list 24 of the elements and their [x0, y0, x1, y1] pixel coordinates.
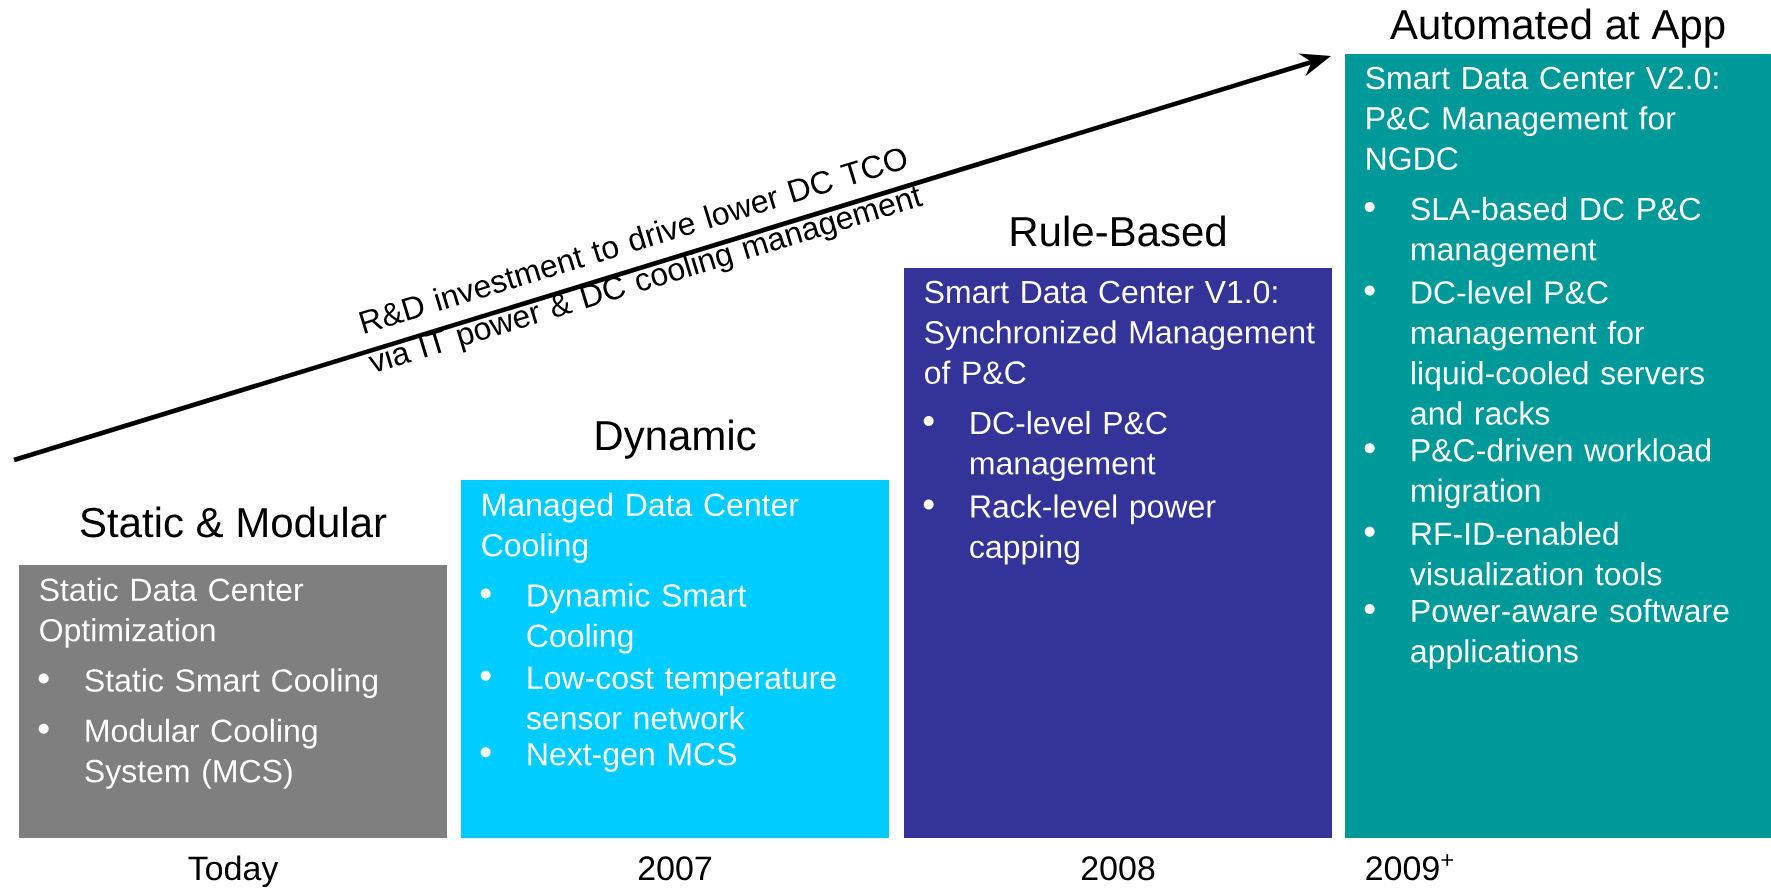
- box-title: Static Data Center Optimization: [40, 577, 304, 648]
- bullet-item: Low-cost temperature sensor network: [526, 666, 836, 730]
- year-label: 2009$^{+}$: [1366, 854, 1453, 881]
- bullet-item: Modular Cooling System (MCS): [85, 718, 317, 789]
- bullet-item: Dynamic Smart Cooling: [527, 583, 747, 654]
- stage-heading: Rule-Based: [1011, 215, 1225, 247]
- bullet-item: DC-level P&C management: [971, 410, 1167, 481]
- stage-heading: Dynamic: [596, 419, 756, 459]
- box-title: Managed Data Center Cooling: [482, 492, 799, 563]
- box-title: Smart Data Center V2.0: P&C Management for NGDC: [1366, 66, 1718, 170]
- stage-heading: Automated at App: [1390, 8, 1725, 48]
- bullet-item: Power-aware software applications: [1411, 598, 1729, 669]
- year-label: 2007: [638, 856, 712, 881]
- bullet-item: DC-level P&C management for liquid-cooled servers and racks: [1411, 280, 1704, 425]
- bullet-item: Rack-level power capping: [970, 494, 1216, 565]
- bullet-item: Static Smart Cooling: [85, 668, 377, 699]
- year-label: Today: [188, 855, 279, 888]
- box-title: Smart Data Center V1.0: Synchronized Management of P&C: [925, 280, 1315, 384]
- bullet-item: RF-ID-enabled visualization tools: [1410, 521, 1662, 586]
- bullet-item: SLA-based DC P&C management: [1411, 196, 1701, 267]
- bullet-item: P&C-driven workload migration: [1412, 438, 1711, 509]
- stage-heading: Static & Modular: [80, 506, 387, 538]
- bullet-item: Next-gen MCS: [528, 742, 736, 772]
- year-label: 2008: [1081, 856, 1155, 881]
